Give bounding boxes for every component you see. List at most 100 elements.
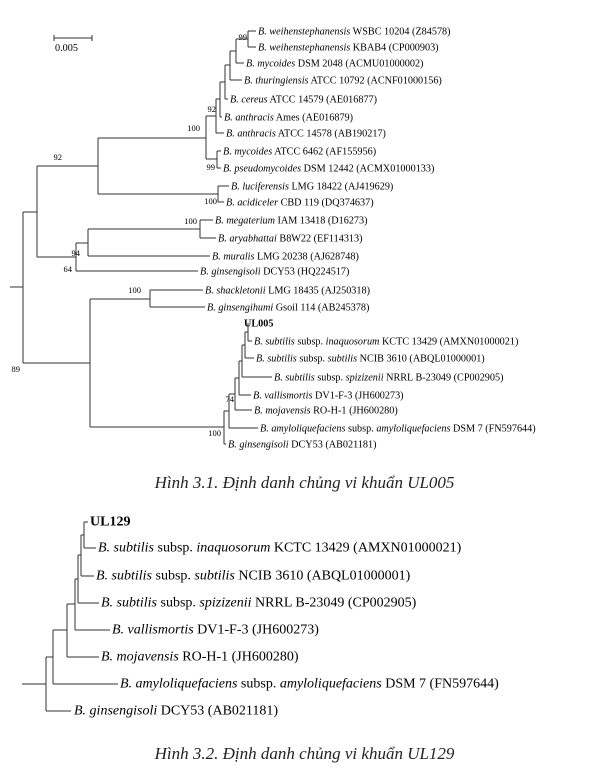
- leaf-sp: B. subtilis: [101, 596, 158, 611]
- tree2-leaf-label: B. subtilis subsp. spizizenii NRRL B-230…: [101, 596, 417, 611]
- leaf-sp: B. subtilis: [256, 354, 297, 365]
- leaf-rest: DCY53 (AB021181): [289, 440, 377, 451]
- leaf-rest: DSM 2048 (ACMU01000002): [295, 59, 423, 70]
- leaf-sp: B. mojavensis: [101, 650, 179, 665]
- leaf-sp: B. cereus: [230, 95, 268, 106]
- leaf-rest: KCTC 13429 (AMXN01000021): [270, 541, 461, 556]
- bootstrap-value: 94: [72, 248, 81, 258]
- leaf-rest: NRRL B-23049 (CP002905): [252, 596, 417, 611]
- leaf-rest: WSBC 10204 (Z84578): [350, 27, 450, 38]
- leaf-rest: ATCC 14578 (AB190217): [276, 129, 386, 140]
- leaf-sp: B. luciferensis: [231, 182, 289, 193]
- leaf-sp: B. shackletonii: [205, 286, 266, 297]
- tree1-leaf-label: B. weihenstephanensis WSBC 10204 (Z84578…: [258, 27, 451, 38]
- leaf-sp: B. aryabhattai: [218, 234, 277, 245]
- leaf-rest: DV1-F-3 (JH600273): [312, 391, 403, 402]
- leaf-rest: LMG 18435 (AJ250318): [266, 286, 370, 297]
- tree1-leaf-label: B. aryabhattai B8W22 (EF114313): [218, 234, 363, 245]
- tree1-leaf-label: B. ginsengihumi Gsoil 114 (AB245378): [207, 303, 369, 314]
- bootstrap-value: 100: [204, 196, 217, 206]
- leaf-sp: B. ginsengisoli: [74, 704, 157, 719]
- bootstrap-value: 100: [184, 216, 197, 226]
- leaf-sp: B. subtilis: [96, 569, 153, 584]
- leaf-rest: KBAB4 (CP000903): [350, 43, 438, 54]
- leaf-sp: B. subtilis: [254, 337, 295, 348]
- bootstrap-value: 100: [208, 428, 221, 438]
- tree2-leaf-label: B. vallismortis DV1-F-3 (JH600273): [112, 623, 319, 638]
- tree1-leaf-label: B. acidiceler CBD 119 (DQ374637): [226, 198, 374, 209]
- leaf-sp: B. anthracis: [226, 129, 276, 140]
- tree1-branches: [10, 30, 272, 445]
- tree1-leaf-label: B. mojavensis RO-H-1 (JH600280): [254, 406, 398, 417]
- leaf-sp: B. weihenstephanensis: [258, 43, 350, 54]
- leaf-rest: DSM 7 (FN597644): [450, 424, 535, 435]
- tree1-leaf-label: B. subtilis subsp. inaquosorum KCTC 1342…: [254, 337, 518, 348]
- leaf-sp: B. vallismortis: [253, 391, 312, 402]
- leaf-rest: DSM 7 (FN597644): [382, 677, 499, 692]
- leaf-sp2: spizizenii: [199, 596, 251, 611]
- leaf-rest: RO-H-1 (JH600280): [179, 650, 299, 665]
- tree1-leaf-label: B. shackletonii LMG 18435 (AJ250318): [205, 286, 370, 297]
- leaf-sp: B. mojavensis: [254, 406, 311, 417]
- leaf-mid: subsp.: [297, 354, 328, 365]
- bootstrap-value: 92: [208, 104, 217, 114]
- leaf-sp: B. pseudomycoides: [223, 164, 301, 175]
- leaf-rest: Gsoil 114 (AB245378): [273, 303, 369, 314]
- bootstrap-value: 74: [226, 394, 235, 404]
- leaf-rest: DV1-F-3 (JH600273): [194, 623, 320, 638]
- leaf-rest: KCTC 13429 (AMXN01000021): [379, 337, 518, 348]
- tree1-leaf-label: B. subtilis subsp. subtilis NCIB 3610 (A…: [256, 354, 485, 365]
- tree2-leaf-label: UL129: [90, 515, 130, 530]
- leaf-sp: B. mycoides: [246, 59, 295, 70]
- leaf-rest: DCY53 (HQ224517): [261, 267, 350, 278]
- tree1-leaf-label: B. ginsengisoli DCY53 (AB021181): [228, 440, 376, 451]
- tree2-leaf-label: B. subtilis subsp. subtilis NCIB 3610 (A…: [96, 569, 411, 584]
- tree1-leaf-label: B. mycoides ATCC 6462 (AF155956): [223, 147, 376, 158]
- leaf-rest: ATCC 14579 (AE016877): [268, 95, 378, 106]
- leaf-rest: LMG 18422 (AJ419629): [289, 182, 393, 193]
- bootstrap-value: 89: [12, 364, 21, 374]
- leaf-sp: B. mycoides: [223, 147, 272, 158]
- bootstrap-value: 99: [239, 32, 248, 42]
- bootstrap-value: 64: [64, 264, 73, 274]
- leaf-mid: subsp.: [152, 569, 194, 584]
- leaf-rest: B8W22 (EF114313): [277, 234, 363, 245]
- tree1-leaf-label: B. anthracis ATCC 14578 (AB190217): [226, 129, 386, 140]
- tree1-leaf-label: B. cereus ATCC 14579 (AE016877): [230, 95, 377, 106]
- tree2-branches: [22, 521, 118, 712]
- leaf-mid: subsp.: [345, 424, 376, 435]
- leaf-sp: B. subtilis: [274, 373, 315, 384]
- tree2-leaf-label: B. ginsengisoli DCY53 (AB021181): [74, 704, 278, 719]
- tree1-leaf-label: B. luciferensis LMG 18422 (AJ419629): [231, 182, 393, 193]
- leaf-rest: ATCC 10792 (ACNF01000156): [309, 76, 442, 87]
- leaf-sp2: amyloliquefaciens: [280, 677, 382, 692]
- leaf-sp: B. ginsengihumi: [207, 303, 273, 314]
- leaf-sp: B. thuringiensis: [244, 76, 309, 87]
- tree1-leaf-label: B. muralis LMG 20238 (AJ628748): [212, 252, 359, 263]
- leaf-rest: DCY53 (AB021181): [157, 704, 278, 719]
- leaf-bold: UL005: [244, 319, 273, 330]
- leaf-sp: B. vallismortis: [112, 623, 194, 638]
- leaf-sp: B. megaterium: [215, 216, 275, 227]
- leaf-sp2: subtilis: [328, 354, 357, 365]
- scale-bar-label: 0.005: [55, 43, 78, 54]
- leaf-sp: B. ginsengisoli: [200, 267, 261, 278]
- leaf-rest: LMG 20238 (AJ628748): [254, 252, 358, 263]
- leaf-rest: CBD 119 (DQ374637): [278, 198, 374, 209]
- leaf-rest: NCIB 3610 (ABQL01000001): [357, 354, 485, 365]
- leaf-sp2: spizizenii: [346, 373, 384, 384]
- bootstrap-value: 100: [128, 285, 141, 295]
- tree1-leaf-label: B. vallismortis DV1-F-3 (JH600273): [253, 391, 404, 402]
- leaf-bold: UL129: [90, 515, 130, 530]
- tree1-leaf-label: B. anthracis Ames (AE016879): [224, 113, 353, 124]
- leaf-sp2: amyloliquefaciens: [376, 424, 450, 435]
- tree1-leaf-label: B. ginsengisoli DCY53 (HQ224517): [200, 267, 349, 278]
- leaf-rest: ATCC 6462 (AF155956): [272, 147, 376, 158]
- tree1-leaf-label: B. amyloliquefaciens subsp. amyloliquefa…: [260, 424, 536, 435]
- leaf-rest: IAM 13418 (D16273): [275, 216, 368, 227]
- leaf-mid: subsp.: [154, 541, 196, 556]
- leaf-sp: B. ginsengisoli: [228, 440, 289, 451]
- leaf-sp: B. amyloliquefaciens: [120, 677, 238, 692]
